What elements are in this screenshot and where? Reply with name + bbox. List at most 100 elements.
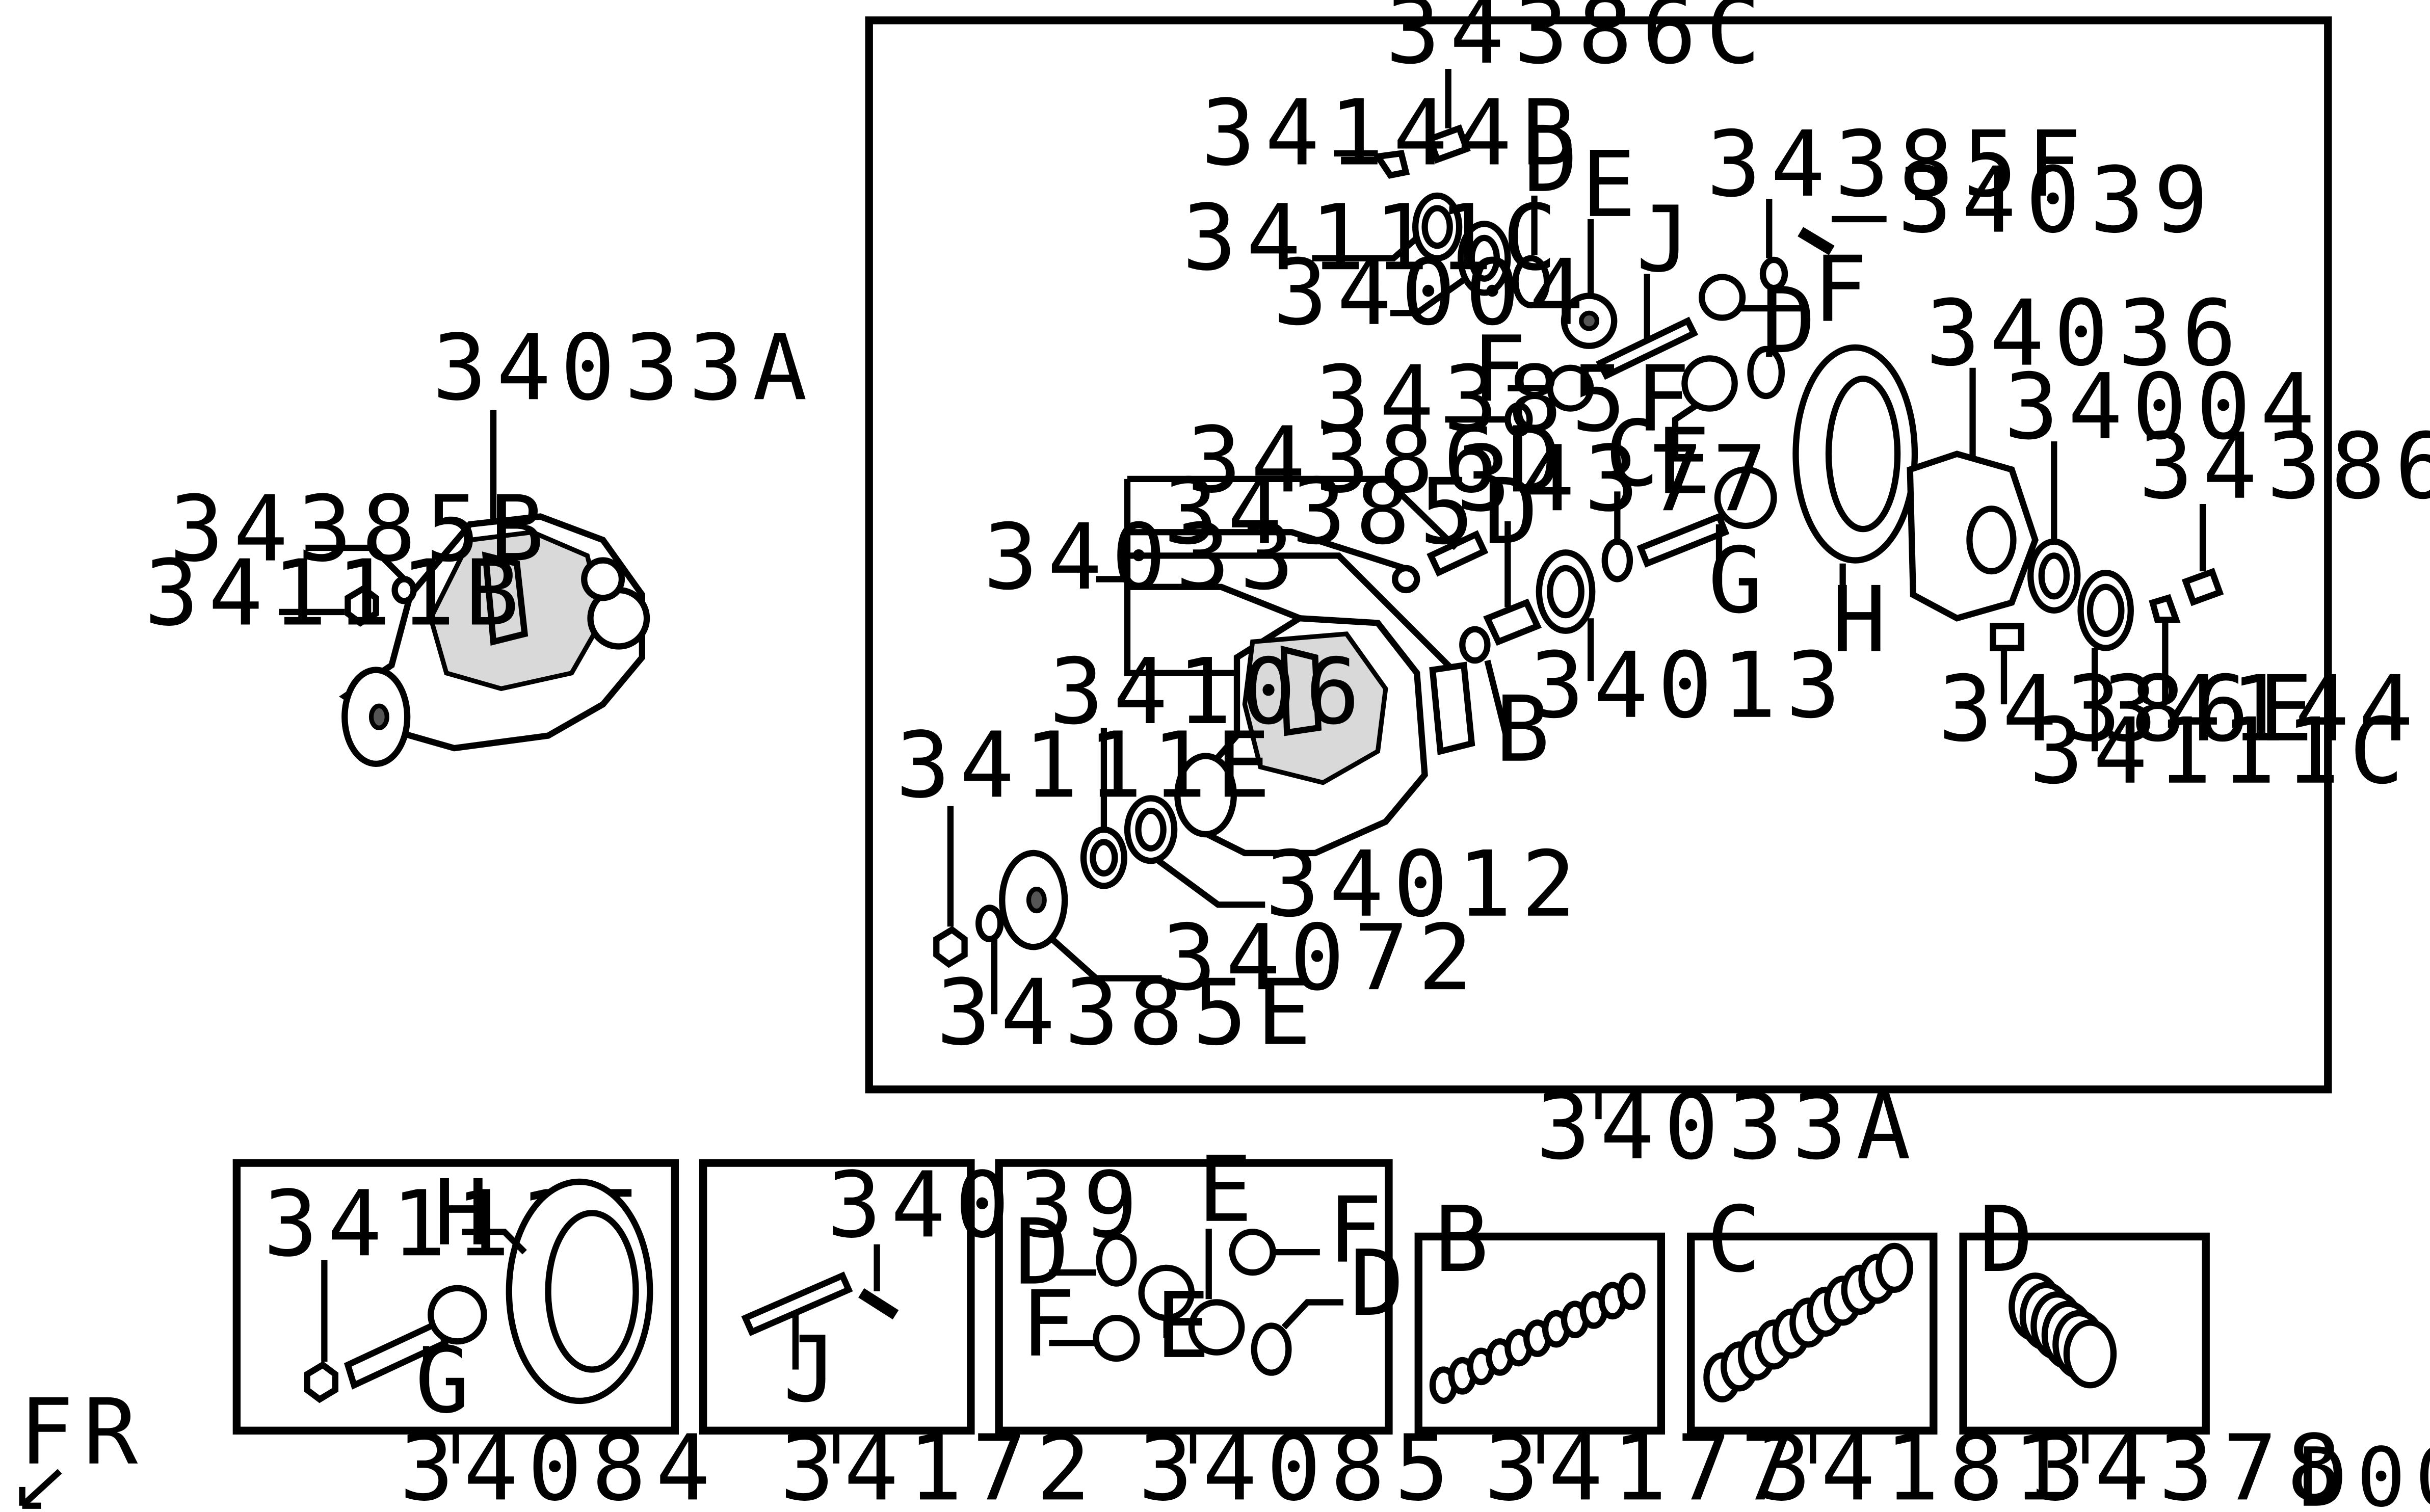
- washer-34385E: [975, 905, 1004, 943]
- label-B: B: [1495, 677, 1560, 783]
- front-arrow-icon: [19, 1469, 62, 1509]
- assembly-label: 34033A: [1536, 1075, 1920, 1180]
- label-34004-top: 34004: [1273, 241, 1593, 346]
- shim-ring: [1617, 1272, 1646, 1310]
- kit-34084-label-h: H: [434, 1161, 498, 1266]
- label-J-top: J: [1636, 187, 1700, 293]
- kit-34172-label-j: J: [783, 1317, 847, 1423]
- kit-34084-label-g: G: [415, 1328, 480, 1434]
- label-34039: 34039: [1897, 148, 2217, 254]
- washer-34385F-mid: [1504, 402, 1533, 437]
- orientation-label: FR: [19, 1380, 147, 1486]
- left-carrier-assembly: 34033A 34385B 34111B: [144, 315, 816, 767]
- label-34377: 34377: [1456, 427, 1776, 532]
- kit-34084-id: 34084: [400, 1416, 720, 1512]
- kit-34085-label-d2: D: [1350, 1231, 1414, 1337]
- label-34012: 34012: [1265, 832, 1585, 938]
- label-D-top: D: [1523, 108, 1588, 213]
- kit-34177-letter: B: [1434, 1187, 1498, 1293]
- bolt-34386C-top: [1425, 124, 1471, 164]
- label-E-top: E: [1581, 132, 1646, 238]
- bolt-34386C-right: [2181, 568, 2224, 606]
- kit-34085: 34085 D E F F E D: [995, 1137, 1459, 1512]
- left-nut-34111B: [345, 585, 379, 627]
- label-34386C-top: 34386C: [1386, 0, 1770, 85]
- label-34111B: 34111B: [144, 541, 529, 647]
- label-D-mid: D: [1761, 269, 1826, 374]
- kit-34085-gear-f2: [1093, 1315, 1140, 1362]
- bolt-34386E: [1990, 623, 2024, 651]
- shaft-J: [1596, 316, 1699, 380]
- kit-34172-shaft: [741, 1271, 853, 1336]
- kit-34177: 34177 B: [1414, 1187, 1795, 1512]
- kit-34085-gear-e2: [1188, 1299, 1245, 1356]
- label-34036: 34036: [1925, 281, 2246, 387]
- label-34144B-right: 34144B: [2103, 657, 2430, 762]
- kit-34085-label-f1: F: [1328, 1178, 1392, 1284]
- main-parts: [933, 69, 2224, 1015]
- pin-34039: [1798, 227, 1835, 255]
- kit-34172-pin: [858, 1288, 899, 1320]
- kit-34085-label-e2: E: [1155, 1274, 1220, 1379]
- label-34013: 34013: [1529, 633, 1850, 739]
- washer-34385D: [1392, 565, 1420, 594]
- shim-ring: [2063, 1319, 2117, 1389]
- label-34004-right: 34004: [2004, 355, 2324, 460]
- kit-34172: 34172 34039 J: [699, 1153, 1147, 1512]
- washer-D-mid: [1747, 346, 1785, 400]
- nut-34111E: [933, 926, 968, 968]
- label-34111C-top: 34111C: [1182, 185, 1567, 291]
- label-H: H: [1832, 568, 1896, 673]
- label-34106: 34106: [1049, 640, 1369, 745]
- kit-34085-gear-f1: [1229, 1229, 1276, 1276]
- spacer-C: [1601, 538, 1633, 582]
- kit-34378-id: 34378: [2030, 1416, 2350, 1512]
- kit-34084-pinion: [344, 1318, 449, 1390]
- main-labels: 34386C 34144B D E 34385F 34039 34111C J …: [895, 0, 2430, 1066]
- label-34144B-top: 34144B: [1201, 81, 1585, 187]
- label-F-mid: F: [1472, 317, 1536, 422]
- diagram-id: D00134: [2298, 1430, 2430, 1512]
- kit-34085-label-e1: E: [1198, 1137, 1262, 1243]
- kit-34085-washer-d1: [1096, 1233, 1137, 1287]
- label-34385D: 34385D: [1164, 460, 1548, 565]
- bracket-34144B-top: [1372, 150, 1410, 179]
- label-34385F-mid: 34385F: [1315, 347, 1700, 453]
- label-G: G: [1708, 528, 1773, 634]
- bearing-cap: [1429, 661, 1475, 755]
- kit-34085-label-f2: F: [1021, 1272, 1085, 1377]
- gear-F-top: [1699, 274, 1746, 321]
- label-34072: 34072: [1162, 906, 1482, 1011]
- washer-D-top: [1512, 255, 1550, 309]
- label-34385B: 34385B: [169, 477, 553, 582]
- kit-34084: 34084 34111E G H: [232, 1159, 720, 1512]
- shim-B: [1459, 626, 1491, 664]
- orientation-indicator: FR: [19, 1380, 147, 1509]
- label-F-top: F: [1813, 237, 1877, 343]
- kit-34085-washer-d2: [1251, 1322, 1292, 1376]
- kit-34378: 34378 D: [1959, 1187, 2350, 1512]
- label-34033: 34033: [983, 505, 1303, 611]
- sleeve-34377: [1483, 598, 1542, 646]
- label-34111C-right: 34111C: [2029, 699, 2413, 805]
- kit-34378-shims: [2009, 1272, 2117, 1389]
- pinion-gear-G: [1636, 512, 1730, 568]
- label-34386E: 34386E: [1938, 657, 2322, 762]
- bracket-34144B-right: [2149, 594, 2181, 623]
- kit-34085-label-d1: D: [1015, 1200, 1079, 1306]
- kit-34181-letter: C: [1706, 1187, 1771, 1293]
- kit-34084-nut: [304, 1361, 338, 1403]
- shim-ring: [1876, 1242, 1913, 1293]
- label-34385E: 34385E: [936, 961, 1320, 1066]
- kit-34177-shims: [1429, 1272, 1646, 1404]
- kit-34085-id: 34085: [1139, 1416, 1459, 1512]
- label-34386C-right: 34386C: [2138, 414, 2430, 520]
- kit-34378-letter: D: [1979, 1187, 2043, 1293]
- label-34111E: 34111E: [895, 713, 1280, 818]
- left-assembly-title: 34033A: [432, 315, 816, 421]
- label-34386D: 34386D: [1187, 408, 1571, 513]
- label-E-mid: E: [1656, 410, 1721, 515]
- kit-34172-label-a: 34039: [827, 1153, 1147, 1258]
